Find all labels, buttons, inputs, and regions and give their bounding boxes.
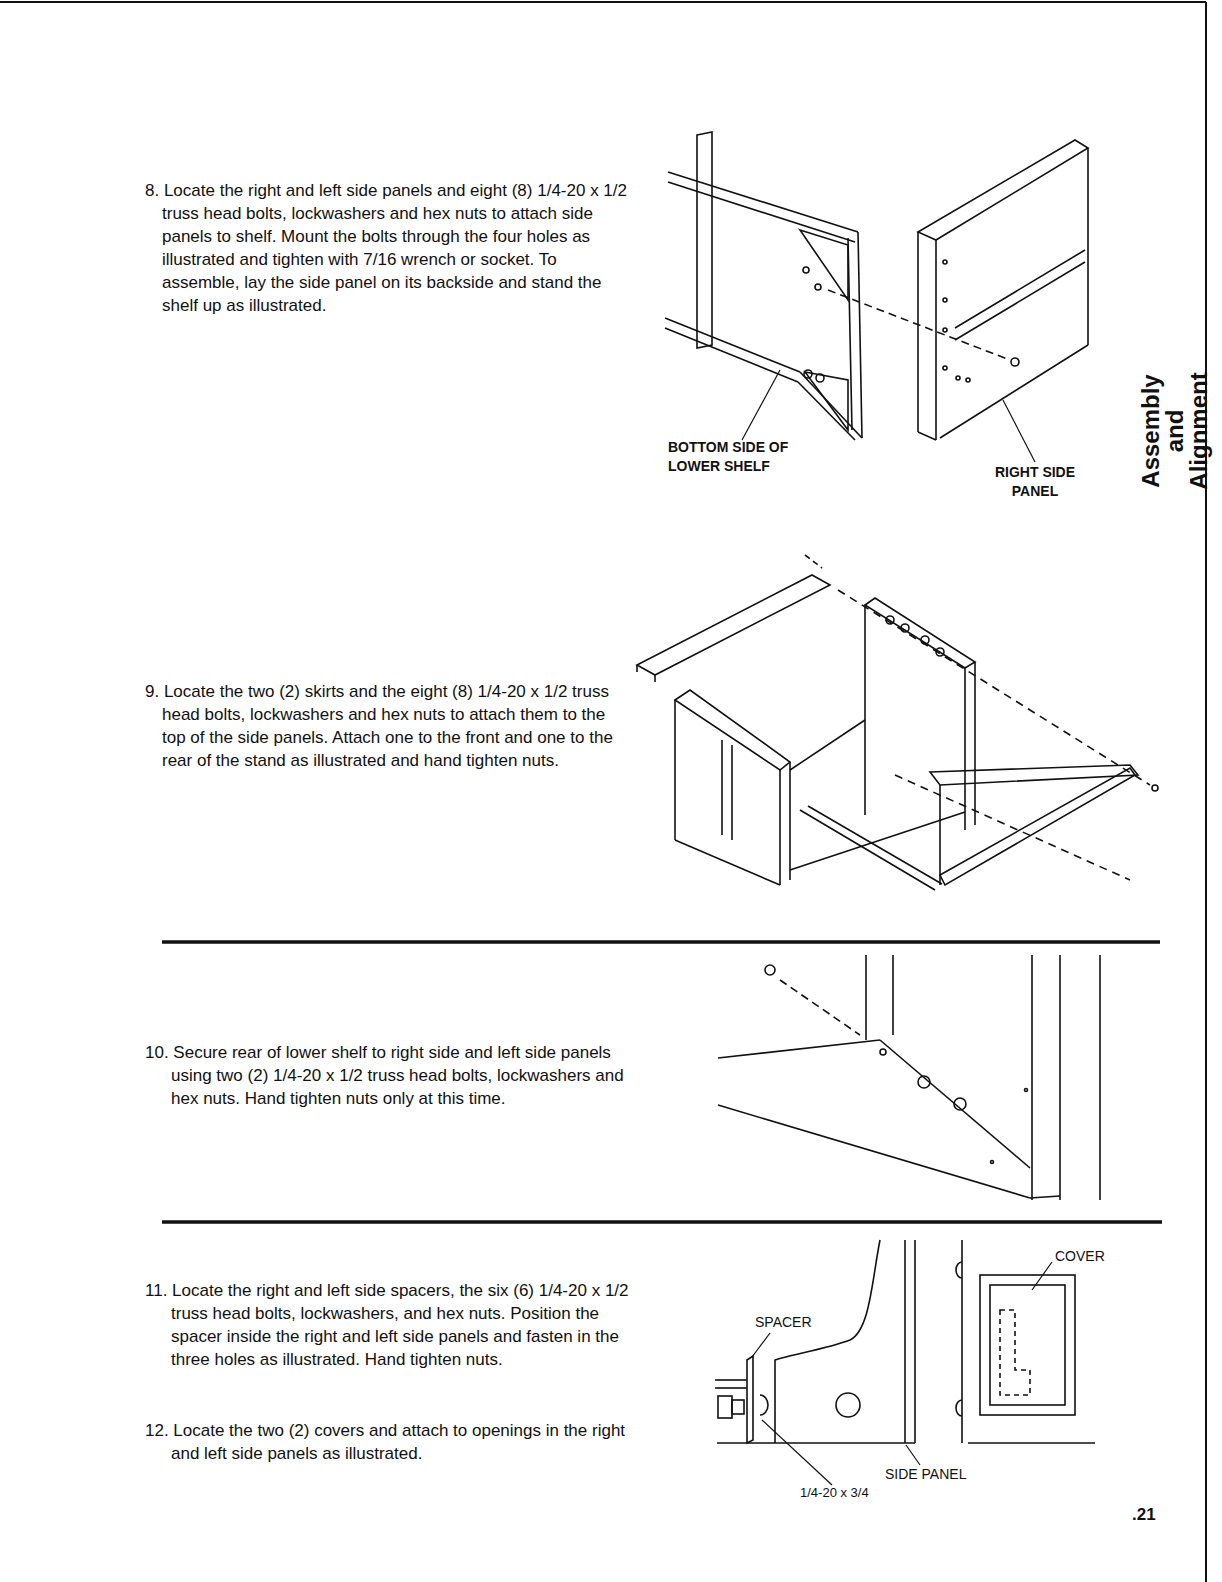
part-label: COVER bbox=[1055, 1247, 1135, 1266]
shelf-corner bbox=[718, 955, 1100, 1200]
page-number: .21 bbox=[1132, 1504, 1182, 1527]
step-text: 9. Locate the two (2) skirts and the eig… bbox=[145, 681, 630, 773]
stand-assembly bbox=[637, 555, 1158, 890]
step-text: 12. Locate the two (2) covers and attach… bbox=[145, 1420, 640, 1466]
right-side-panel bbox=[918, 140, 1088, 440]
part-label: RIGHT SIDE PANEL bbox=[985, 463, 1085, 501]
shelf-frame bbox=[665, 132, 862, 440]
dimension-label: 1/4-20 x 3/4 bbox=[800, 1484, 910, 1502]
step-text: 10. Secure rear of lower shelf to right … bbox=[145, 1042, 640, 1111]
section-tab: Assembly and Alignment bbox=[1139, 361, 1211, 501]
part-label: BOTTOM SIDE OF LOWER SHELF bbox=[668, 438, 828, 476]
part-label: SPACER bbox=[755, 1313, 845, 1332]
spacer-detail bbox=[715, 1240, 1095, 1443]
part-label: SIDE PANEL bbox=[885, 1465, 995, 1484]
step-text: 11. Locate the right and left side space… bbox=[145, 1280, 640, 1372]
step-text: 8. Locate the right and left side panels… bbox=[145, 180, 630, 318]
